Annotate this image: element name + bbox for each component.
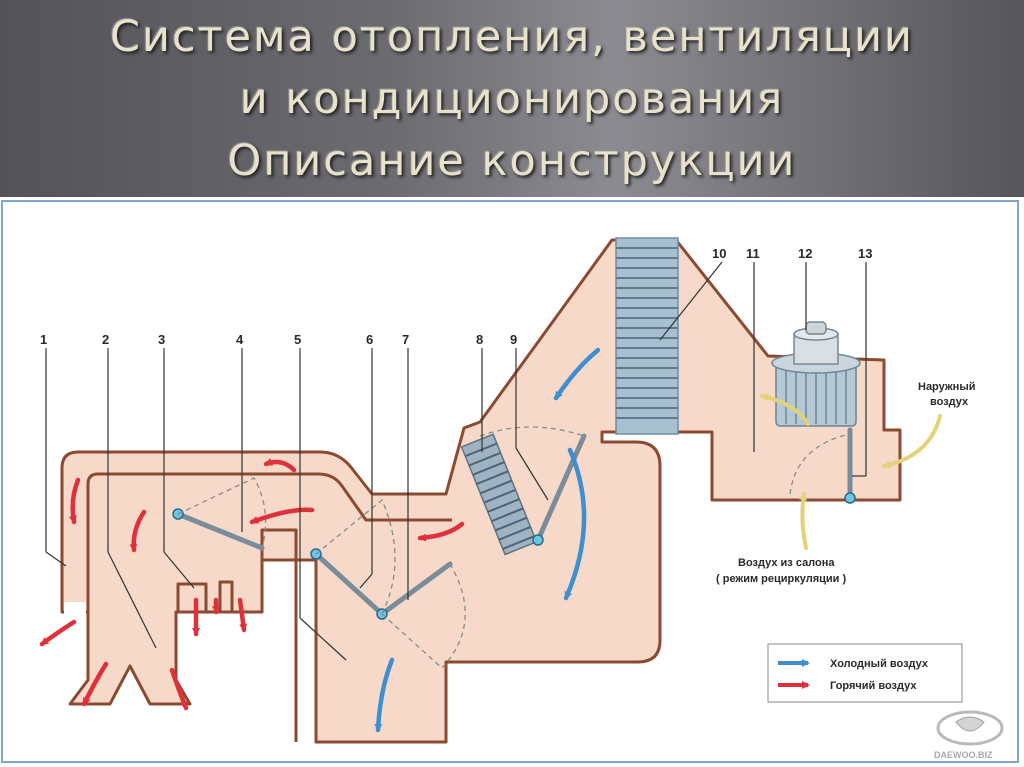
callout-5: 5 [294,332,301,347]
callout-10: 10 [712,246,726,261]
callout-2: 2 [102,332,109,347]
cabin-air-label-2: ( режим рециркуляции ) [716,573,846,585]
cabin-air-label-1: Воздух из салона [738,557,835,569]
callout-13: 13 [858,246,872,261]
outlet-openings [64,602,86,616]
callout-9: 9 [510,332,517,347]
legend: Холодный воздух Горячий воздух [767,643,963,703]
callout-12: 12 [798,246,812,261]
title-line-2: и кондиционирования [239,74,785,124]
page-title: Система отопления, вентиляции и кондицио… [0,6,1024,192]
title-line-3: Описание конструкции [227,136,797,186]
damper-swing-paths [177,426,851,669]
duct-inner-walls [86,472,452,742]
callout-4: 4 [236,332,244,347]
outside-air-label-2: воздух [930,396,969,408]
daewoo-logo: DAEWOO.BIZ [934,710,1004,760]
cold-air-arrows [374,347,601,733]
damper-pivots [172,492,856,620]
callout-leader-lines [45,261,867,661]
heater-core [460,433,538,556]
evaporator [615,237,679,435]
watermark-text: DAEWOO.BIZ [934,750,993,760]
legend-cold-label: Холодный воздух [830,658,929,670]
air-inlet-arrows [760,393,942,550]
damper-flaps [175,427,853,617]
callout-1: 1 [40,332,47,347]
legend-hot-label: Горячий воздух [830,680,917,692]
callout-7: 7 [402,332,409,347]
blower-fan [771,321,861,427]
callout-11: 11 [746,246,760,261]
air-annotations: Наружный воздух Воздух из салона ( режим… [716,381,976,585]
title-line-1: Система отопления, вентиляции [110,12,914,62]
hot-air-arrows [39,458,465,711]
callout-numbers: 1 2 3 4 5 6 7 8 9 10 11 12 13 [40,246,872,347]
title-banner: Система отопления, вентиляции и кондицио… [0,0,1024,197]
callout-3: 3 [158,332,165,347]
outside-air-label-1: Наружный [918,381,976,393]
callout-8: 8 [476,332,483,347]
callout-6: 6 [366,332,373,347]
